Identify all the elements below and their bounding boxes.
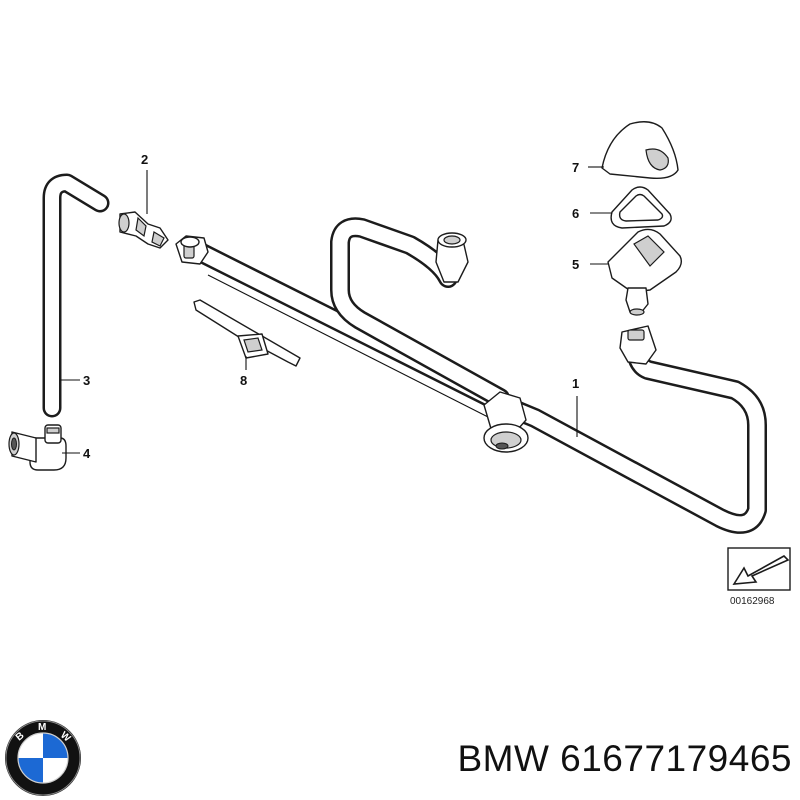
cover-cap-part-7 xyxy=(601,121,679,180)
part-number-caption: BMW 61677179465 xyxy=(457,738,792,779)
callout-6: 6 xyxy=(572,206,579,221)
callout-4: 4 xyxy=(83,446,91,461)
callout-5: 5 xyxy=(572,257,579,272)
t-piece-valve xyxy=(483,391,529,453)
callout-labels: 1 2 3 4 5 6 7 8 xyxy=(83,152,579,461)
connector-part-2 xyxy=(118,211,169,249)
leader-lines xyxy=(60,166,612,454)
bmw-logo: B M W xyxy=(5,720,81,796)
callout-7: 7 xyxy=(572,160,579,175)
arrow-icon xyxy=(732,555,790,585)
reference-number: 00162968 xyxy=(730,596,775,607)
cable-tie-part-8 xyxy=(193,299,301,367)
callout-3: 3 xyxy=(83,373,90,388)
elbow-connector-part-4 xyxy=(8,424,67,471)
callout-1: 1 xyxy=(572,376,579,391)
callout-2: 2 xyxy=(141,152,148,167)
hose-end-connector-left xyxy=(175,235,209,265)
reference-box: 00162968 xyxy=(727,547,791,607)
hose-part-3 xyxy=(42,173,110,418)
hose-end-connector-upper xyxy=(435,232,469,283)
hose-end-connector-right xyxy=(619,325,657,365)
callout-8: 8 xyxy=(240,373,247,388)
gasket-part-6 xyxy=(610,186,672,229)
svg-text:M: M xyxy=(38,722,46,733)
nozzle-body-part-5 xyxy=(607,228,683,316)
